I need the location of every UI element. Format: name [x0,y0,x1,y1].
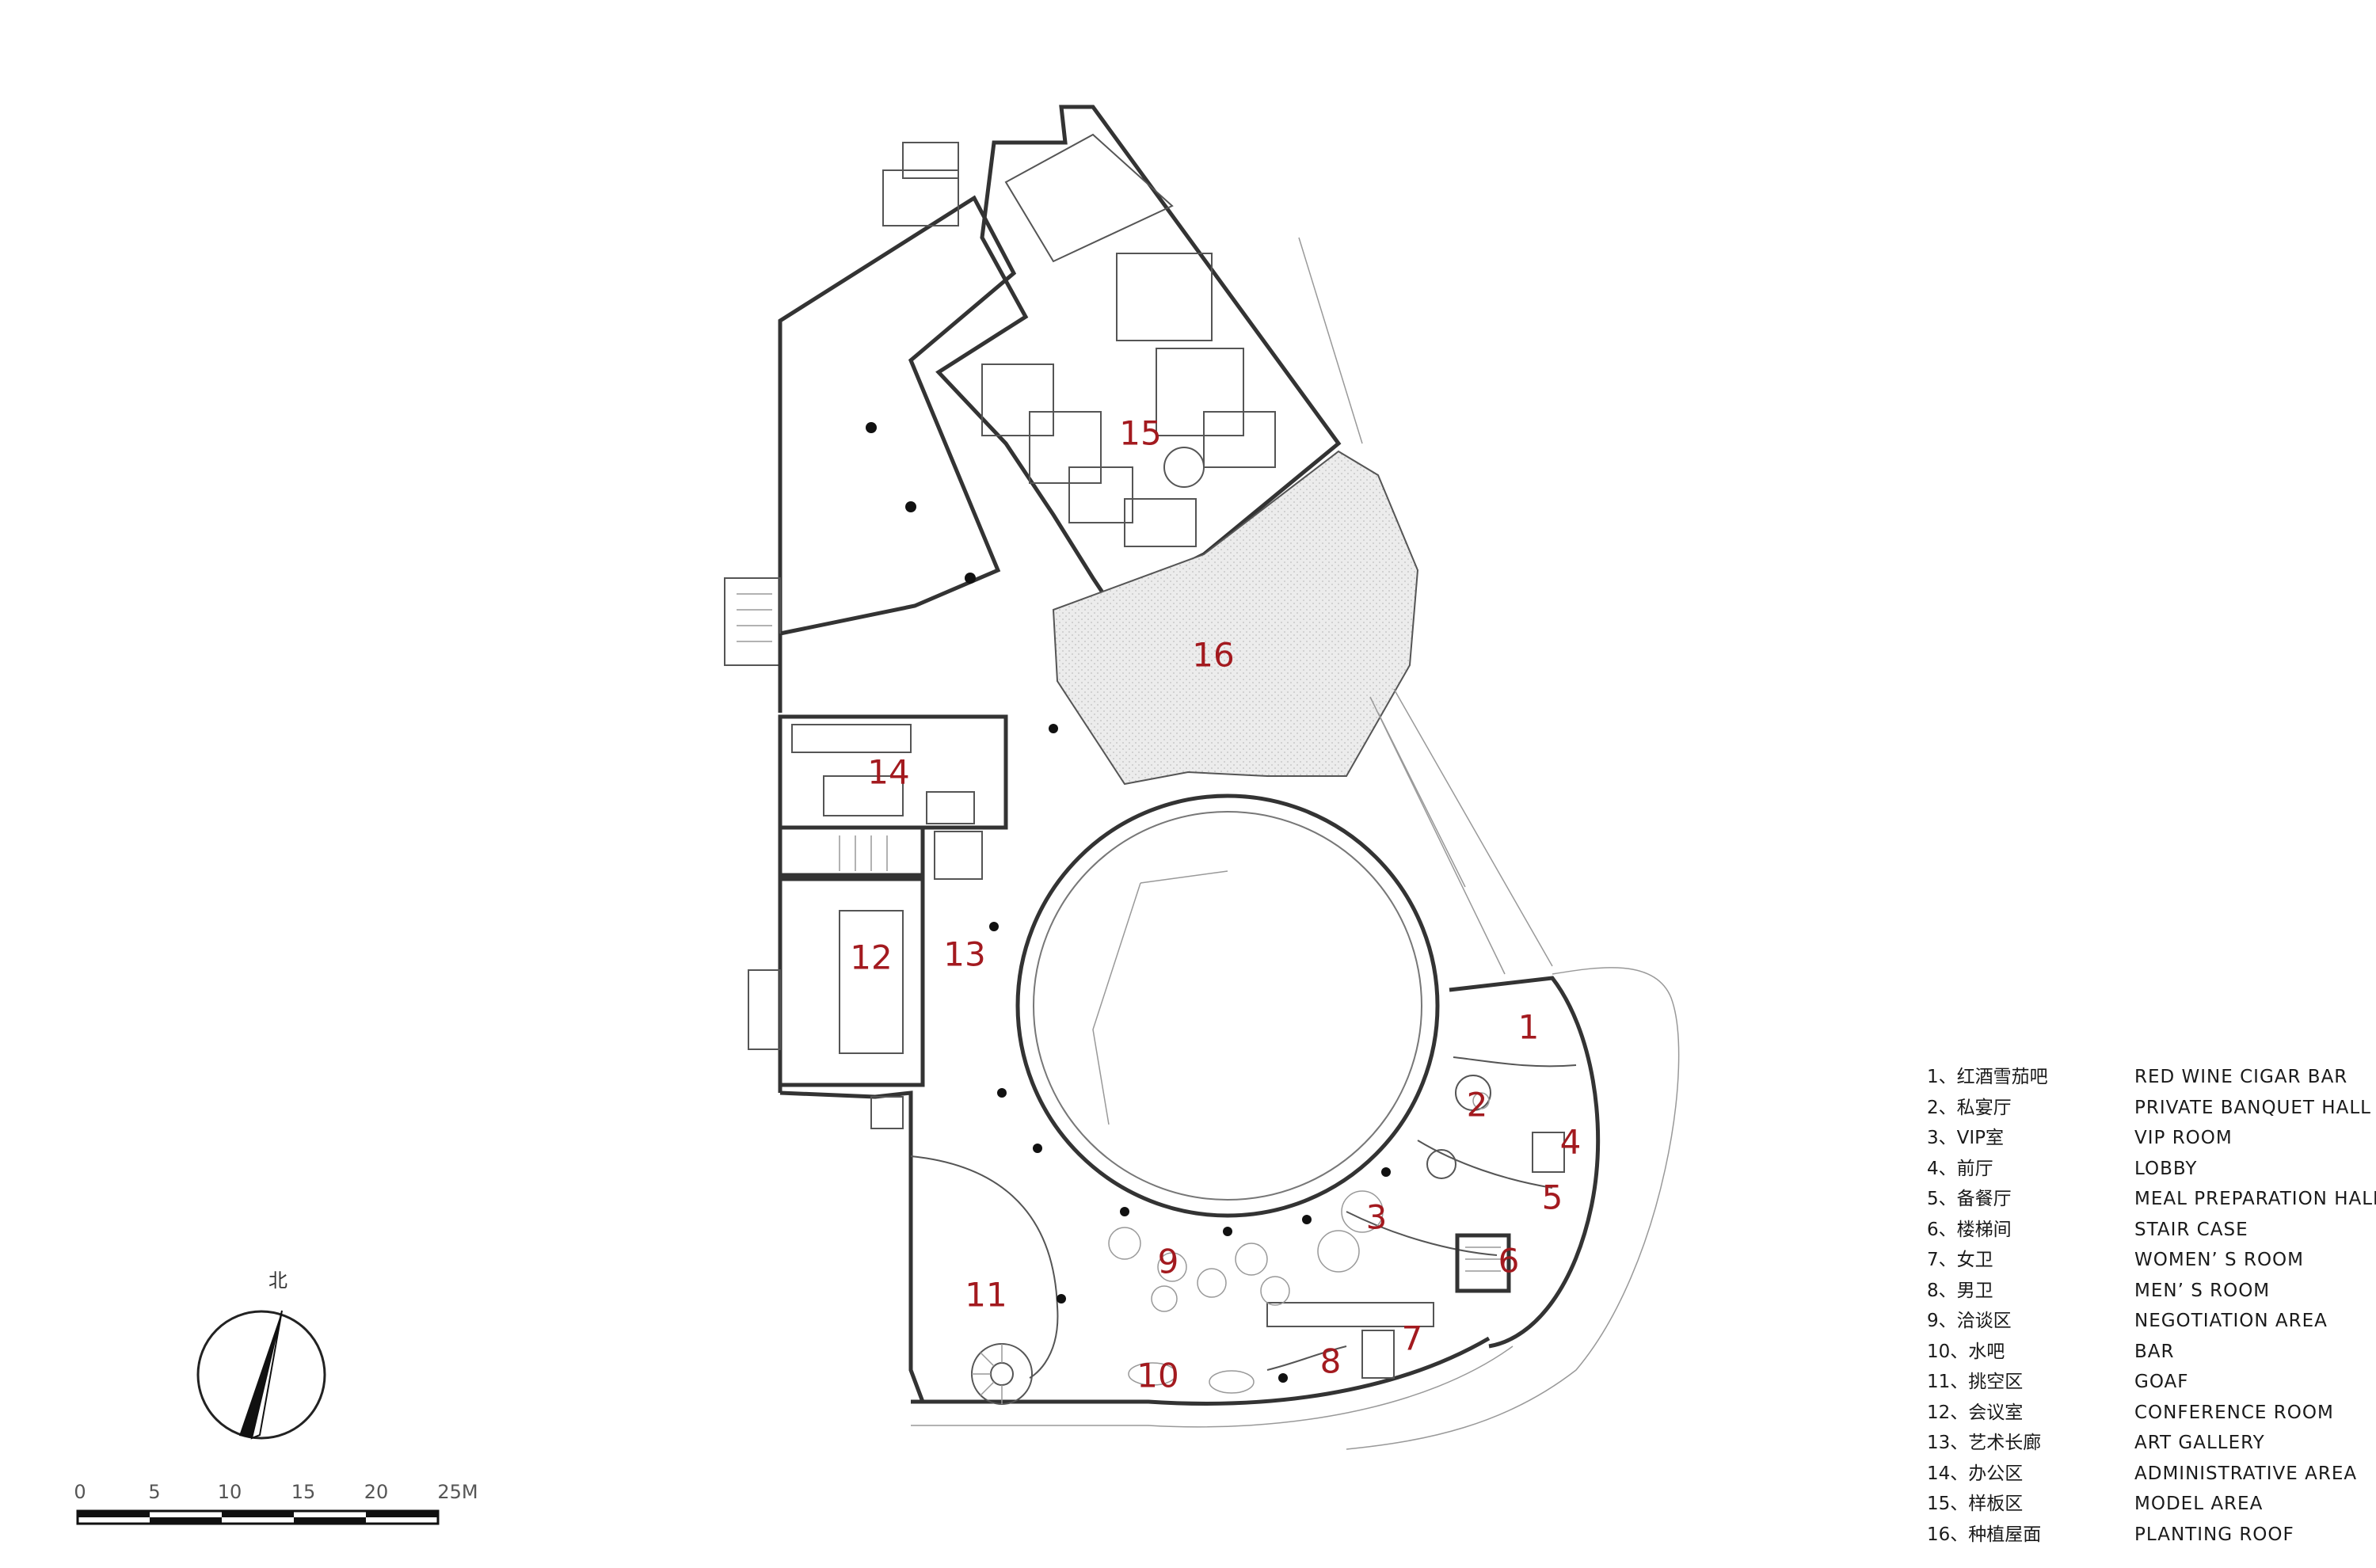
legend-en-11: GOAF [2134,1372,2189,1392]
legend-num-12: 12、会议室 [1927,1402,2023,1423]
legend-num-5: 5、备餐厅 [1927,1189,2012,1209]
legend-num-15: 15、样板区 [1927,1494,2023,1514]
upper-left-wing [724,142,1017,713]
legend-en-4: LOBBY [2134,1159,2197,1179]
room-num-6: 6 [1498,1242,1520,1281]
legend-en-5: MEAL PREPARATION HALL [2134,1189,2376,1209]
room-num-16: 16 [1192,636,1234,675]
north-label: 北 [268,1269,287,1292]
legend-en-7: WOMEN’ S ROOM [2134,1250,2304,1270]
legend-num-3: 3、VIP室 [1927,1128,2004,1148]
room-num-8: 8 [1320,1342,1342,1381]
legend-en-14: ADMINISTRATIVE AREA [2134,1463,2357,1484]
furniture [1108,1092,1490,1394]
room-num-14: 14 [867,753,909,792]
gallery-band [779,1090,1514,1428]
office-wing [748,714,1008,1093]
scale-tick-10: 10 [218,1481,242,1503]
legend-en-2: PRIVATE BANQUET HALL [2134,1098,2371,1118]
scale-tick-15: 15 [291,1481,316,1503]
room-num-11: 11 [965,1276,1007,1315]
room-num-7: 7 [1402,1319,1423,1358]
legend-num-7: 7、女卫 [1927,1250,1993,1270]
legend-en-6: STAIR CASE [2134,1220,2248,1240]
room-num-15: 15 [1119,414,1161,453]
north-arrow-icon [239,1311,282,1438]
north-arrow: 北 [196,1269,326,1440]
scale-tick-5: 5 [148,1481,160,1503]
room-num-3: 3 [1366,1198,1388,1237]
model-area-block [935,105,1363,605]
room-num-2: 2 [1467,1086,1488,1125]
legend-num-14: 14、办公区 [1927,1463,2023,1484]
legend-en-16: PLANTING ROOF [2134,1524,2294,1545]
legend-num-4: 4、前厅 [1927,1159,1993,1179]
central-rotunda [1015,794,1440,1218]
room-num-1: 1 [1518,1008,1540,1047]
legend-en-12: CONFERENCE ROOM [2134,1402,2334,1423]
legend-num-8: 8、男卫 [1927,1281,1993,1301]
scale-tick-0: 0 [74,1481,86,1503]
scale-tick-25m: 25M [437,1481,478,1503]
legend-num-1: 1、红酒雪茄吧 [1927,1067,2048,1087]
legend-num-2: 2、私宴厅 [1927,1098,2012,1118]
room-num-10: 10 [1137,1357,1178,1395]
diagonal-corridor [1369,688,1553,975]
room-num-4: 4 [1560,1123,1582,1162]
legend-en-15: MODEL AREA [2134,1494,2263,1514]
legend-en-1: RED WINE CIGAR BAR [2134,1067,2347,1087]
legend-en-8: MEN’ S ROOM [2134,1281,2270,1301]
legend-num-11: 11、挑空区 [1927,1372,2023,1392]
legend-num-13: 13、艺术长廊 [1927,1433,2041,1453]
legend-en-9: NEGOTIATION AREA [2134,1311,2328,1331]
legend-num-9: 9、洽谈区 [1927,1311,2012,1331]
legend-num-6: 6、楼梯间 [1927,1220,2012,1240]
legend-en-3: VIP ROOM [2134,1128,2233,1148]
legend-en-10: BAR [2134,1342,2175,1362]
scale-tick-20: 20 [364,1481,389,1503]
legend-num-10: 10、水吧 [1927,1342,2005,1362]
legend-en-13: ART GALLERY [2134,1433,2265,1453]
legend-num-16: 16、种植屋面 [1927,1524,2041,1545]
room-num-12: 12 [850,938,892,977]
scale-bar: 0 5 10 15 20 25M [74,1481,478,1525]
planting-roof [1052,450,1419,786]
room-num-13: 13 [943,935,985,974]
right-crescent [1266,967,1680,1450]
legend: 1、红酒雪茄吧 RED WINE CIGAR BAR 2、私宴厅 PRIVATE… [1927,1067,2376,1545]
room-num-5: 5 [1542,1178,1563,1217]
room-num-9: 9 [1158,1243,1179,1281]
columns [866,422,1391,1383]
room-labels: 1 2 3 4 5 6 7 8 9 10 11 12 13 14 15 16 [850,414,1581,1395]
